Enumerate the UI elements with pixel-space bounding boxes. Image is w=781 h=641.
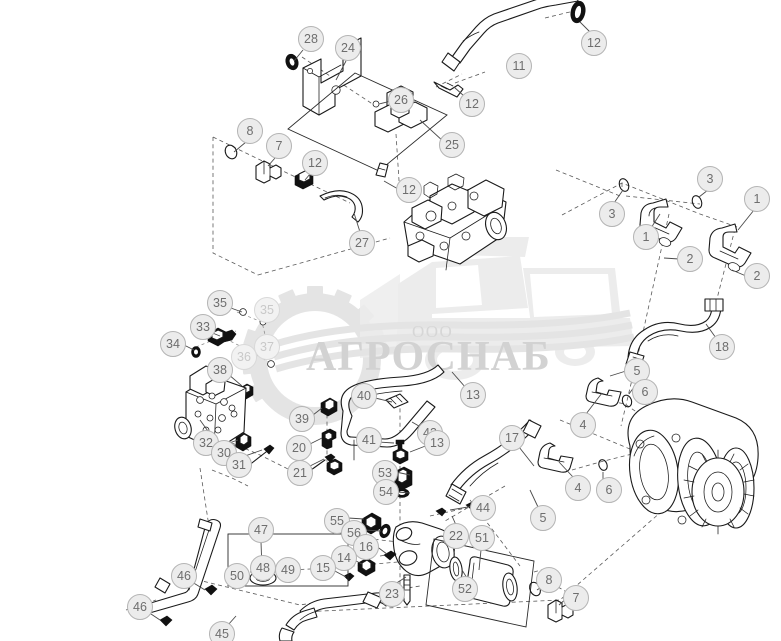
callout-bubble-7[interactable]: 7 [563,585,589,611]
fitting-39 [320,397,338,417]
callout-bubble-26[interactable]: 26 [388,87,414,113]
watermark-abbrev: ООО [412,322,453,341]
callout-bubble-6[interactable]: 6 [596,477,622,503]
callout-bubble-47[interactable]: 47 [248,517,274,543]
callout-bubble-34[interactable]: 34 [160,331,186,357]
hose-27 [319,190,364,223]
callout-bubble-16[interactable]: 16 [353,534,379,560]
callout-bubble-3[interactable]: 3 [599,201,625,227]
callout-bubble-1[interactable]: 1 [633,224,659,250]
fitting-20 [321,428,337,450]
callout-bubble-12[interactable]: 12 [459,91,485,117]
callout-bubble-48[interactable]: 48 [250,555,276,581]
callout-bubble-4[interactable]: 4 [565,475,591,501]
callout-bubble-33[interactable]: 33 [190,314,216,340]
callout-bubble-15[interactable]: 15 [310,555,336,581]
callout-bubble-44[interactable]: 44 [470,495,496,521]
callout-bubble-50[interactable]: 50 [224,563,250,589]
callout-bubble-46[interactable]: 46 [171,563,197,589]
callout-bubble-35[interactable]: 35 [207,290,233,316]
hose-bottom-center [278,591,393,641]
oring-3-right [691,195,703,209]
hydraulic-motor [627,398,759,535]
washer-56 [379,523,391,539]
callout-bubble-17[interactable]: 17 [499,425,525,451]
callout-bubble-37[interactable]: 37 [254,334,280,360]
bolt-21 [310,453,336,471]
callout-bubble-49[interactable]: 49 [275,557,301,583]
fitting-12-top-right [570,0,586,24]
fitting-14 [357,557,376,577]
washer-34 [191,346,201,358]
oring-3-left [618,178,630,192]
bolt-46-lower [159,615,173,627]
callout-bubble-55[interactable]: 55 [324,508,350,534]
callout-bubble-22[interactable]: 22 [443,523,469,549]
motor-sprocket [683,449,755,535]
callout-bubble-3[interactable]: 3 [697,166,723,192]
callout-bubble-24[interactable]: 24 [335,35,361,61]
callout-bubble-12[interactable]: 12 [396,177,422,203]
bolt-35a [239,308,247,316]
callout-bubble-13[interactable]: 13 [460,382,486,408]
callout-bubble-52[interactable]: 52 [452,576,478,602]
callout-bubble-46[interactable]: 46 [127,594,153,620]
bolt-46-upper [204,584,218,596]
bolt-23 [403,574,411,606]
hose-17 [445,419,542,505]
callout-bubble-36[interactable]: 36 [231,344,257,370]
callout-bubble-35[interactable]: 35 [254,297,280,323]
callout-bubble-38[interactable]: 38 [207,357,233,383]
callout-bubble-11[interactable]: 11 [506,53,532,79]
callout-bubble-1[interactable]: 1 [744,186,770,212]
callout-bubble-27[interactable]: 27 [349,230,375,256]
callout-bubble-12[interactable]: 12 [302,150,328,176]
callout-bubble-6[interactable]: 6 [632,379,658,405]
washer-28 [285,53,299,71]
callout-bubble-12[interactable]: 12 [581,30,607,56]
elbow-1-right [708,223,752,272]
watermark-graphic: ООО АГРОСНАБ [241,237,635,425]
oring-8 [224,144,238,160]
callout-bubble-31[interactable]: 31 [226,452,252,478]
elbow-4-lower [537,442,574,473]
callout-bubble-2[interactable]: 2 [677,246,703,272]
fitting-13-center [392,447,409,465]
oring-6-lower [598,459,608,471]
callout-bubble-7[interactable]: 7 [266,133,292,159]
fitting-12-plate-upper [433,81,464,98]
callout-bubble-13[interactable]: 13 [424,430,450,456]
callout-bubble-20[interactable]: 20 [286,435,312,461]
manifold-22 [392,521,455,577]
callout-bubble-23[interactable]: 23 [379,581,405,607]
elbow-4-upper [585,377,622,407]
pump-assembly [403,173,507,271]
callout-bubble-54[interactable]: 54 [373,479,399,505]
callout-bubble-8[interactable]: 8 [237,118,263,144]
callout-bubble-8[interactable]: 8 [536,567,562,593]
fitting-13-upper [326,458,343,476]
callout-bubble-5[interactable]: 5 [530,505,556,531]
callout-bubble-39[interactable]: 39 [289,406,315,432]
fitting-7 [255,160,282,184]
tube-45 [143,518,222,615]
bolt-16 [383,550,397,561]
callout-bubble-41[interactable]: 41 [356,427,382,453]
callout-bubble-51[interactable]: 51 [469,525,495,551]
bolt-36 [267,360,275,368]
oring-6-upper [621,394,633,408]
callout-bubble-40[interactable]: 40 [351,383,377,409]
callout-bubble-45[interactable]: 45 [209,621,235,641]
fitting-12-plate-lower [375,162,389,178]
callout-bubble-18[interactable]: 18 [709,334,735,360]
callout-bubble-4[interactable]: 4 [570,412,596,438]
callout-bubble-2[interactable]: 2 [744,263,770,289]
callout-bubble-28[interactable]: 28 [298,26,324,52]
callout-bubble-21[interactable]: 21 [287,460,313,486]
callout-bubble-25[interactable]: 25 [439,132,465,158]
